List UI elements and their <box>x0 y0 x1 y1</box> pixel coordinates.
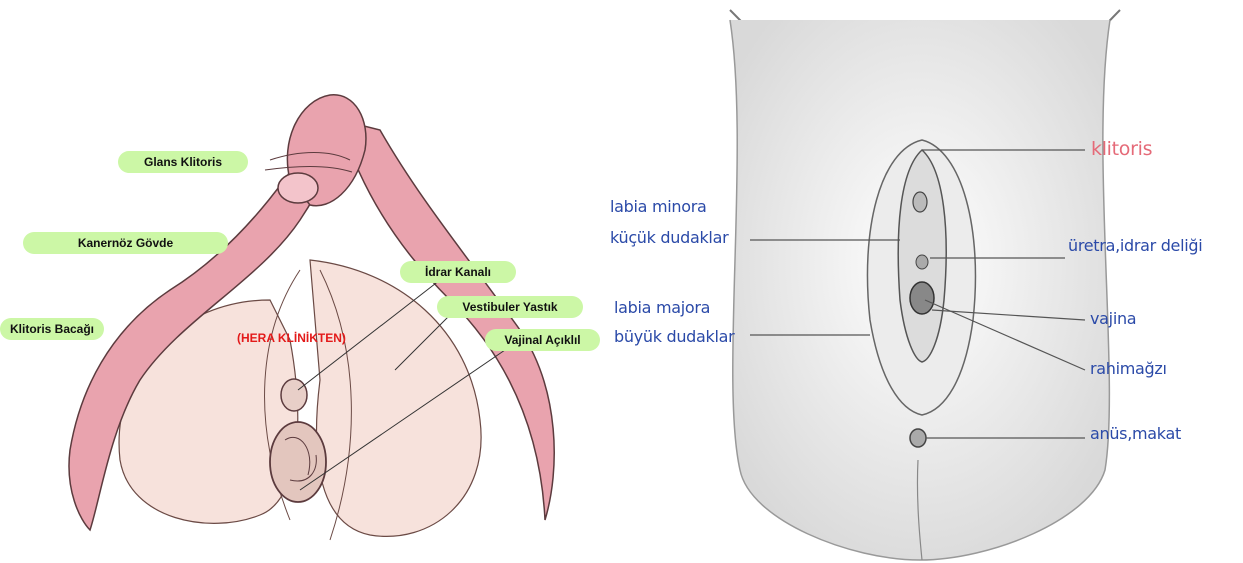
label-buyuk-dudaklar: büyük dudaklar <box>614 327 734 346</box>
label-anus-makat: anüs,makat <box>1090 424 1181 443</box>
vulva-anatomy-diagram: klitoris labia minora küçük dudaklar üre… <box>600 0 1243 563</box>
label-klitoris-bacagi: Klitoris Bacağı <box>0 318 104 340</box>
urethra-shape <box>916 255 928 269</box>
urethral-opening <box>281 379 307 411</box>
label-klitoris: klitoris <box>1091 138 1152 160</box>
label-glans-klitoris: Glans Klitoris <box>118 151 248 173</box>
watermark-text: (HERA KLİNİKTEN) <box>237 331 346 345</box>
label-uretra: üretra,idrar deliği <box>1068 236 1202 255</box>
label-vajinal-acikli: Vajinal Açıklıl <box>485 329 600 351</box>
glans <box>278 173 318 203</box>
label-kucuk-dudaklar: küçük dudaklar <box>610 228 728 247</box>
vulva-illustration <box>600 0 1243 563</box>
label-labia-majora: labia majora <box>614 298 710 317</box>
label-vestibuler-yastik: Vestibuler Yastık <box>437 296 583 318</box>
clitoris-anatomy-diagram: Glans Klitoris Kanernöz Gövde Klitoris B… <box>0 0 600 563</box>
label-vajina: vajina <box>1090 309 1136 328</box>
label-labia-minora: labia minora <box>610 197 707 216</box>
clitoris-shape <box>913 192 927 212</box>
label-kanernoz-govde: Kanernöz Gövde <box>23 232 228 254</box>
vaginal-opening <box>270 422 326 502</box>
label-rahimagzi: rahimağzı <box>1090 359 1167 378</box>
anus-shape <box>910 429 926 447</box>
vagina-shape <box>910 282 934 314</box>
label-idrar-kanali: İdrar Kanalı <box>400 261 516 283</box>
